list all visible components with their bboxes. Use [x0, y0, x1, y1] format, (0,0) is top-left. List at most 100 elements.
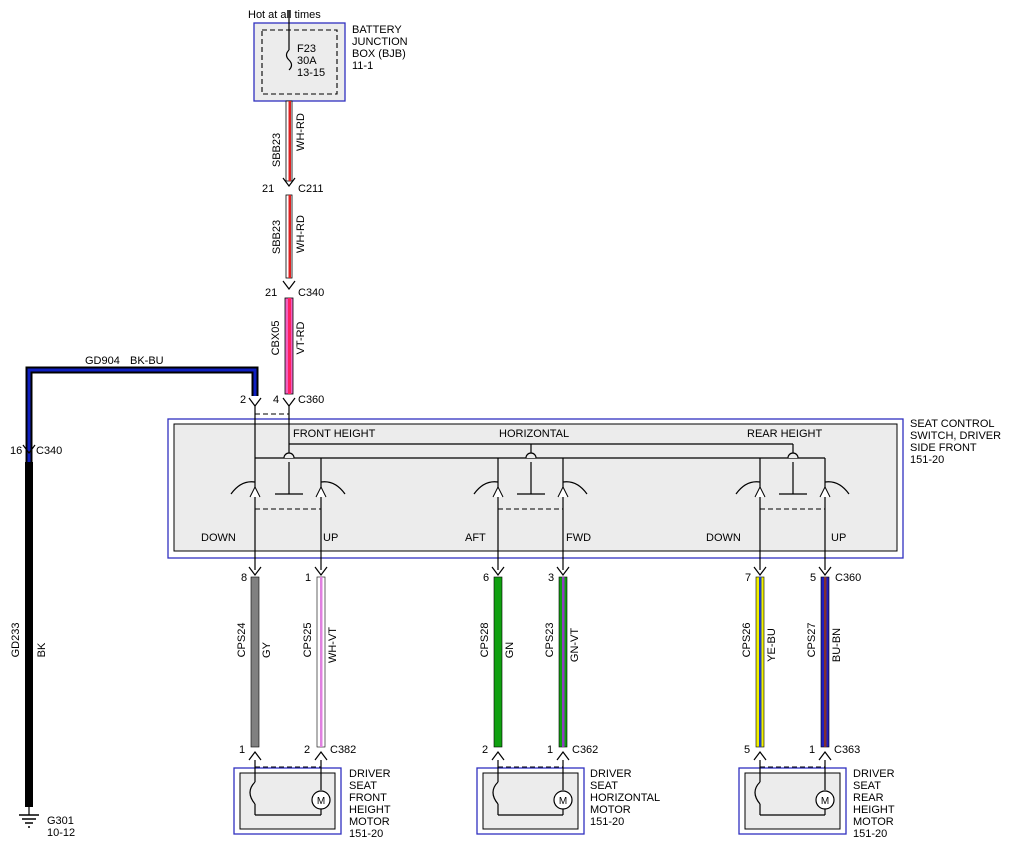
hot-at-all-times-label: Hot at all times: [248, 9, 321, 21]
switch-name-1: SEAT CONTROL: [910, 418, 995, 430]
wire-cps27: CPS27 BU-BN: [806, 576, 843, 748]
motor-rear-name-6: 151-20: [853, 828, 887, 840]
wire-cbx05: CBX05 VT-RD: [270, 297, 307, 395]
c362-pin-2: 2: [482, 744, 488, 756]
switch-name-2: SWITCH, DRIVER: [910, 430, 1001, 442]
wire-cbx05-color: VT-RD: [295, 321, 307, 354]
fuse-id: F23: [297, 43, 316, 55]
c340-pin: 21: [265, 287, 277, 299]
c360-pin-7: 7: [745, 572, 751, 584]
motor-rear-name-3: REAR: [853, 792, 884, 804]
c382-pin-2: 2: [304, 744, 310, 756]
wire-cps24: CPS24 GY: [236, 576, 273, 748]
wire-gd233-color: BK: [36, 642, 48, 657]
motor-rear-name-2: SEAT: [853, 780, 881, 792]
wire-gd904: GD904 BK-BU: [25, 355, 259, 470]
svg-text:M: M: [559, 796, 567, 807]
wire-cps27-circuit: CPS27: [806, 623, 818, 658]
motor-horizontal: M: [476, 760, 585, 835]
wire-gd904-color: BK-BU: [130, 355, 164, 367]
c211-pin: 21: [262, 183, 274, 195]
pos-rear-up: UP: [831, 532, 846, 544]
wire-cps28-color: GN: [504, 642, 516, 659]
wire-cps25-color: WH-VT: [327, 627, 339, 663]
fuse-symbol: [285, 49, 293, 71]
c362-pin-1: 1: [547, 744, 553, 756]
c382-name: C382: [330, 744, 356, 756]
wire-sbb23-b-circuit: SBB23: [271, 220, 283, 254]
wire-sbb23-a: SBB23 WH-RD: [271, 100, 307, 182]
c340-left-name: C340: [36, 445, 62, 457]
wire-sbb23-b-color: WH-RD: [295, 215, 307, 253]
motor-horizontal-name-4: MOTOR: [590, 804, 631, 816]
motor-rear-name-4: HEIGHT: [853, 804, 895, 816]
switch-name-3: SIDE FRONT: [910, 442, 977, 454]
motor-front-name-3: FRONT: [349, 792, 387, 804]
motor-front-height: M: [233, 760, 342, 835]
c363-pin-5: 5: [744, 744, 750, 756]
motor-front-name-5: MOTOR: [349, 816, 390, 828]
bjb-box: [253, 22, 346, 102]
wire-cps26-color: YE-BU: [766, 628, 778, 662]
c360-top-arrow-4: [282, 397, 296, 407]
section-front-height: FRONT HEIGHT: [293, 428, 376, 440]
c340-name: C340: [298, 287, 324, 299]
c362-name: C362: [572, 744, 598, 756]
c360-bottom-arrows: [248, 566, 832, 576]
wire-cbx05-circuit: CBX05: [270, 321, 282, 356]
pos-rear-down: DOWN: [706, 532, 741, 544]
c340-left-arrow: [22, 444, 36, 454]
wire-cps28: CPS28 GN: [479, 576, 516, 748]
wire-cps24-color: GY: [261, 641, 273, 658]
motor-rear-name-5: MOTOR: [853, 816, 894, 828]
switch-internal-wiring: [254, 406, 826, 570]
wire-cps23-circuit: CPS23: [544, 623, 556, 658]
c340-left-pin: 16: [10, 445, 22, 457]
pos-front-up: UP: [323, 532, 338, 544]
bjb-name-1: BATTERY: [352, 24, 402, 36]
wire-cps26: CPS26 YE-BU: [741, 576, 778, 748]
c360-top-pin-2: 2: [240, 394, 246, 406]
c360-pin-1: 1: [305, 572, 311, 584]
bjb-inner: [261, 29, 338, 95]
c360-top-pin-4: 4: [273, 394, 279, 406]
switch-inner: [173, 423, 898, 552]
wire-cps25-circuit: CPS25: [302, 623, 314, 658]
c360-pin-8: 8: [241, 572, 247, 584]
motor-rear-height: M: [738, 760, 847, 835]
ground-ref: 10-12: [47, 827, 75, 839]
ground-name: G301: [47, 815, 74, 827]
motor-front-name-2: SEAT: [349, 780, 377, 792]
wire-sbb23-a-circuit: SBB23: [271, 133, 283, 167]
c360-top-name: C360: [298, 394, 324, 406]
pos-fwd: FWD: [566, 532, 591, 544]
wire-cps23-color: GN-VT: [569, 628, 581, 663]
motor-rear-name-1: DRIVER: [853, 768, 895, 780]
switch-contacts: [230, 481, 850, 510]
c382-pin-1: 1: [239, 744, 245, 756]
bjb-name-3: BOX (BJB): [352, 48, 406, 60]
wire-cps23: CPS23 GN-VT: [544, 576, 581, 748]
wire-gd233: GD233 BK: [10, 462, 48, 807]
motor-horizontal-name-5: 151-20: [590, 816, 624, 828]
section-rear-height: REAR HEIGHT: [747, 428, 822, 440]
c360-pin-5: 5: [810, 572, 816, 584]
fuse-ref: 13-15: [297, 67, 325, 79]
wire-cps27-color: BU-BN: [831, 628, 843, 662]
motor-front-name-6: 151-20: [349, 828, 383, 840]
wire-gd233-circuit: GD233: [10, 623, 22, 658]
motor-horizontal-name-3: HORIZONTAL: [590, 792, 660, 804]
wire-cps24-circuit: CPS24: [236, 623, 248, 658]
fuse-amps: 30A: [297, 55, 317, 67]
c363-name: C363: [834, 744, 860, 756]
bjb-name-4: 11-1: [352, 60, 373, 72]
c360-bottom-name: C360: [835, 572, 861, 584]
wire-cps26-circuit: CPS26: [741, 623, 753, 658]
svg-text:M: M: [317, 796, 325, 807]
wire-sbb23-b: SBB23 WH-RD: [271, 194, 307, 279]
c340-arrow: [282, 280, 296, 290]
c211-arrow: [282, 177, 296, 187]
motor-horizontal-name-2: SEAT: [590, 780, 618, 792]
c211-name: C211: [298, 183, 323, 195]
